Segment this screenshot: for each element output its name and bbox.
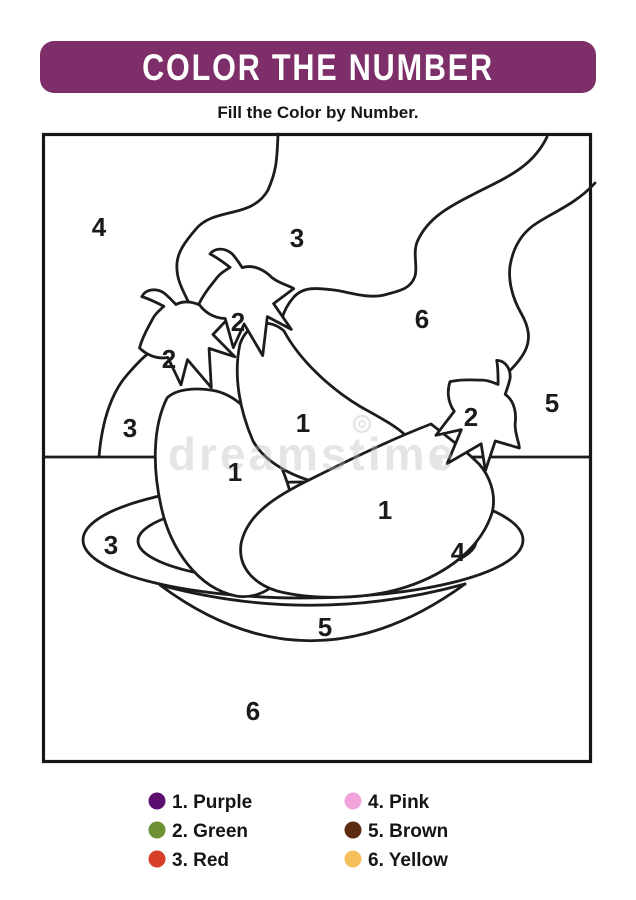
region-divider-curve-left xyxy=(175,132,280,343)
watermark-spiral-inner xyxy=(358,420,366,428)
region-number-label: 1 xyxy=(228,457,242,487)
plate-base-bottom-edge xyxy=(158,582,467,643)
page-subtitle: Fill the Color by Number. xyxy=(217,103,418,122)
region-number-label: 5 xyxy=(545,388,559,418)
watermark: dreamstime xyxy=(168,414,456,480)
middle-eggplant-cap xyxy=(197,247,296,358)
right-eggplant-body xyxy=(239,422,495,599)
region-number-label: 2 xyxy=(464,402,478,432)
legend-dot-1 xyxy=(148,792,166,810)
watermark-text: dreamstime xyxy=(168,428,456,480)
region-number-label: 2 xyxy=(231,307,245,337)
region-number-label: 4 xyxy=(92,212,107,242)
region-number-label: 3 xyxy=(123,413,137,443)
region-number-label: 3 xyxy=(290,223,304,253)
region-number-label: 2 xyxy=(162,344,176,374)
region-number-label: 6 xyxy=(246,696,260,726)
region-number-label: 1 xyxy=(296,408,310,438)
region-divider-curve-middle xyxy=(280,135,549,321)
region-divider-dome-curve xyxy=(97,350,152,459)
region-number-label: 5 xyxy=(318,612,332,642)
color-legend: 1. Purple 2. Green 3. Red 4. Pink 5. Bro… xyxy=(148,792,448,871)
region-number-label: 3 xyxy=(104,530,118,560)
region-divider-curve-right xyxy=(498,181,597,383)
legend-dot-6 xyxy=(344,850,362,868)
legend-item-label: 1. Purple xyxy=(172,792,252,813)
watermark-period-dot xyxy=(433,457,443,467)
right-eggplant-cap xyxy=(434,358,521,473)
legend-dot-5 xyxy=(344,821,362,839)
legend-dot-3 xyxy=(148,850,166,868)
legend-item-label: 4. Pink xyxy=(368,792,430,813)
region-number-label: 4 xyxy=(451,537,466,567)
region-number-label: 1 xyxy=(378,495,392,525)
title-banner xyxy=(40,41,596,93)
legend-dot-4 xyxy=(344,792,362,810)
legend-item-label: 3. Red xyxy=(172,850,229,871)
region-number-label: 6 xyxy=(415,304,429,334)
plate-base-top-edge xyxy=(158,582,467,607)
legend-item-label: 5. Brown xyxy=(368,821,448,842)
legend-item-label: 2. Green xyxy=(172,821,248,842)
watermark-spiral-icon xyxy=(352,414,372,434)
legend-item-label: 6. Yellow xyxy=(368,850,448,871)
legend-dot-2 xyxy=(148,821,166,839)
page-title: COLOR THE NUMBER xyxy=(142,47,494,89)
